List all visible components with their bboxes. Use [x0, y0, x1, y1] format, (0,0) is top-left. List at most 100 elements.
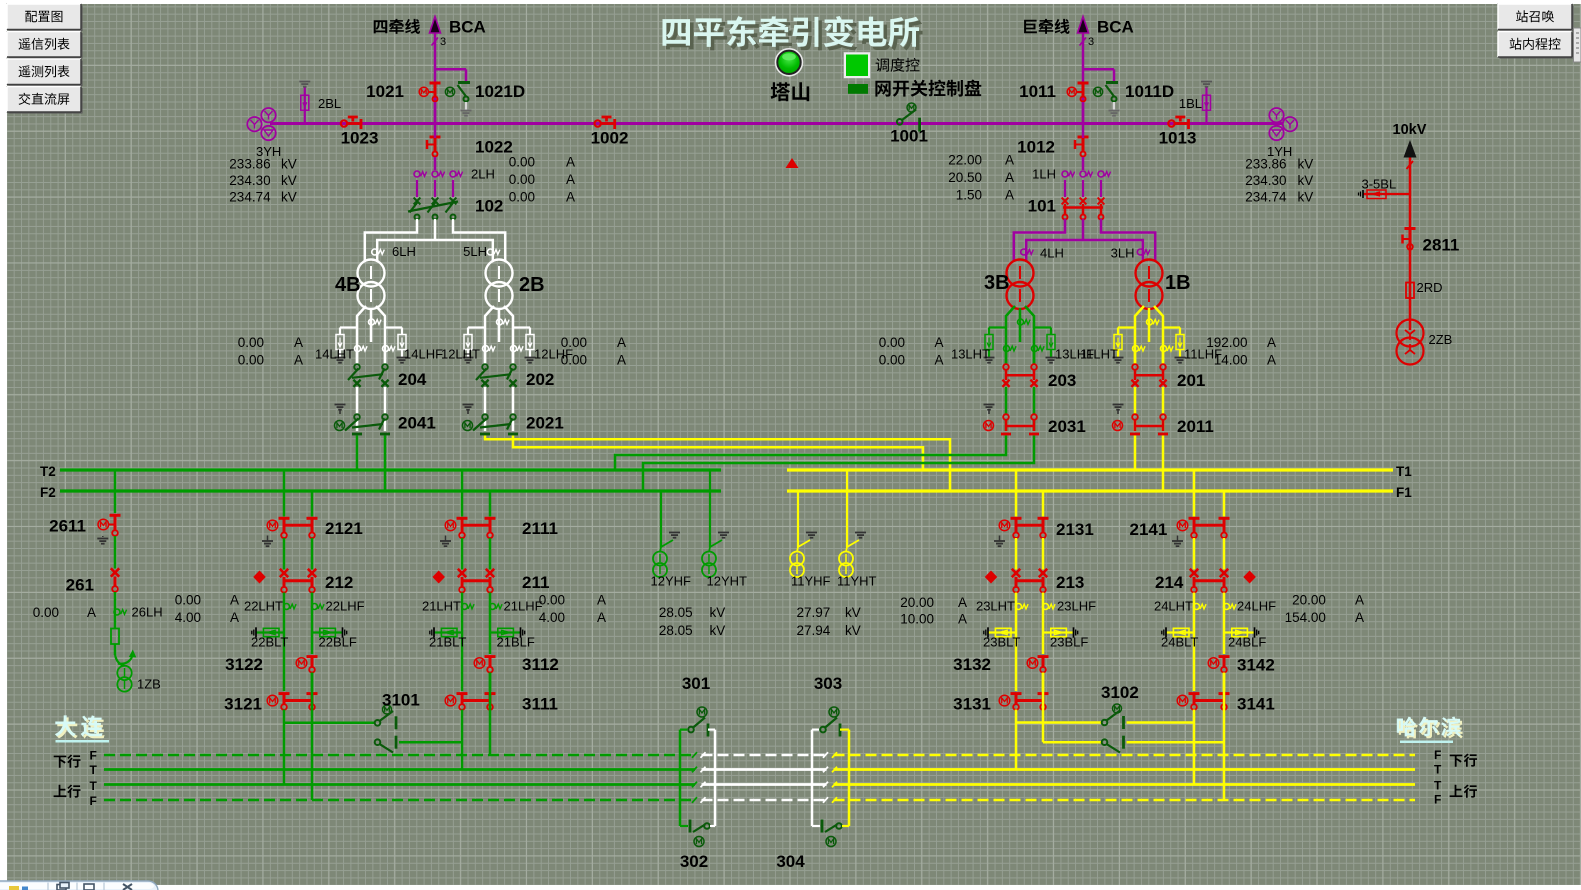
svg-text:22BLF: 22BLF — [319, 635, 357, 650]
svg-text:23BLT: 23BLT — [983, 635, 1020, 650]
svg-text:A: A — [1005, 153, 1014, 168]
svg-text:1011: 1011 — [1019, 82, 1056, 101]
svg-text:2131: 2131 — [1056, 520, 1094, 539]
svg-text:3101: 3101 — [382, 691, 420, 710]
svg-text:20.00: 20.00 — [1292, 593, 1326, 608]
svg-text:A: A — [617, 353, 626, 368]
svg-text:0.00: 0.00 — [879, 353, 905, 368]
svg-text:1013: 1013 — [1159, 129, 1197, 148]
svg-text:101: 101 — [1028, 197, 1056, 216]
svg-text:10.00: 10.00 — [900, 612, 934, 627]
svg-text:A: A — [1267, 353, 1276, 368]
svg-text:14LHT: 14LHT — [315, 347, 354, 362]
svg-text:F1: F1 — [1396, 485, 1412, 500]
svg-text:A: A — [935, 353, 944, 368]
svg-text:304: 304 — [776, 852, 805, 871]
svg-text:0.00: 0.00 — [509, 190, 535, 205]
svg-text:233.86: 233.86 — [1245, 156, 1286, 171]
svg-text:T1: T1 — [1396, 464, 1412, 479]
svg-text:5LH: 5LH — [463, 244, 487, 259]
svg-text:1B: 1B — [1165, 272, 1191, 294]
svg-text:3112: 3112 — [522, 655, 559, 674]
svg-text:0.00: 0.00 — [879, 335, 905, 350]
svg-text:kV: kV — [1298, 189, 1314, 204]
svg-text:2RD: 2RD — [1417, 280, 1443, 295]
svg-text:T: T — [90, 763, 98, 777]
svg-text:13LHF: 13LHF — [1055, 347, 1094, 362]
svg-text:kV: kV — [281, 173, 297, 188]
svg-text:1002: 1002 — [591, 129, 629, 148]
svg-text:F: F — [1434, 793, 1441, 807]
svg-text:kV: kV — [281, 189, 297, 204]
svg-text:2021: 2021 — [526, 414, 564, 433]
svg-text:201: 201 — [1177, 371, 1205, 390]
svg-text:3132: 3132 — [953, 655, 991, 674]
svg-text:12YHT: 12YHT — [707, 574, 748, 589]
svg-text:234.74: 234.74 — [229, 189, 271, 204]
svg-text:A: A — [617, 335, 626, 350]
svg-text:27.97: 27.97 — [797, 605, 831, 620]
svg-text:11YHF: 11YHF — [791, 574, 831, 589]
svg-text:0.00: 0.00 — [561, 353, 587, 368]
svg-text:234.30: 234.30 — [229, 173, 270, 188]
svg-text:4.00: 4.00 — [175, 610, 201, 625]
svg-text:3141: 3141 — [1237, 695, 1275, 714]
svg-text:A: A — [87, 605, 96, 620]
svg-text:0.00: 0.00 — [33, 605, 59, 620]
svg-text:F2: F2 — [40, 485, 56, 500]
svg-text:28.05: 28.05 — [659, 605, 693, 620]
svg-text:213: 213 — [1056, 573, 1084, 592]
svg-text:14.00: 14.00 — [1214, 353, 1248, 368]
svg-text:F: F — [90, 749, 97, 763]
svg-text:0.00: 0.00 — [238, 335, 264, 350]
svg-text:24BLF: 24BLF — [1228, 635, 1266, 650]
svg-text:2041: 2041 — [398, 414, 436, 433]
svg-text:2811: 2811 — [1423, 236, 1460, 255]
svg-text:23BLF: 23BLF — [1050, 635, 1088, 650]
svg-text:kV: kV — [281, 156, 297, 171]
svg-text:0.00: 0.00 — [509, 172, 535, 187]
svg-text:11YHT: 11YHT — [837, 574, 877, 589]
svg-text:26LH: 26LH — [132, 605, 163, 620]
svg-text:11LHF: 11LHF — [1184, 347, 1222, 362]
svg-text:24LHT: 24LHT — [1154, 599, 1193, 614]
svg-text:T2: T2 — [40, 464, 56, 479]
svg-text:27.94: 27.94 — [797, 623, 831, 638]
svg-text:F: F — [90, 794, 97, 808]
svg-text:BCA: BCA — [449, 18, 486, 37]
svg-text:2611: 2611 — [49, 517, 86, 536]
svg-text:22.00: 22.00 — [948, 153, 982, 168]
svg-text:A: A — [1355, 593, 1364, 608]
svg-text:0.00: 0.00 — [509, 155, 535, 170]
svg-text:A: A — [230, 610, 239, 625]
svg-text:12YHF: 12YHF — [651, 574, 692, 589]
svg-text:3YH: 3YH — [256, 144, 281, 159]
svg-text:154.00: 154.00 — [1285, 610, 1326, 625]
svg-text:0.00: 0.00 — [561, 335, 587, 350]
svg-text:A: A — [294, 353, 303, 368]
svg-text:1011D: 1011D — [1125, 82, 1174, 101]
svg-text:21LHF: 21LHF — [504, 599, 543, 614]
svg-text:A: A — [1005, 170, 1014, 185]
svg-text:102: 102 — [475, 197, 503, 216]
svg-text:2ZB: 2ZB — [1429, 332, 1453, 347]
svg-text:20.50: 20.50 — [948, 170, 982, 185]
svg-text:21BLF: 21BLF — [497, 635, 535, 650]
svg-text:2111: 2111 — [522, 519, 558, 538]
svg-text:1021D: 1021D — [475, 82, 525, 101]
svg-text:0.00: 0.00 — [539, 593, 565, 608]
svg-text:A: A — [566, 190, 575, 205]
svg-text:4B: 4B — [335, 274, 361, 296]
svg-text:1001: 1001 — [890, 127, 928, 146]
svg-text:303: 303 — [814, 674, 842, 693]
svg-text:3-5BL: 3-5BL — [1362, 177, 1397, 192]
svg-text:1LH: 1LH — [1032, 167, 1056, 182]
svg-text:28.05: 28.05 — [659, 623, 693, 638]
svg-text:T: T — [90, 779, 98, 793]
svg-text:2BL: 2BL — [318, 96, 341, 111]
svg-text:kV: kV — [1298, 173, 1314, 188]
svg-text:13LHT: 13LHT — [951, 347, 990, 362]
svg-text:10kV: 10kV — [1393, 122, 1427, 138]
svg-text:3142: 3142 — [1237, 656, 1275, 675]
svg-text:14LHF: 14LHF — [404, 347, 443, 362]
